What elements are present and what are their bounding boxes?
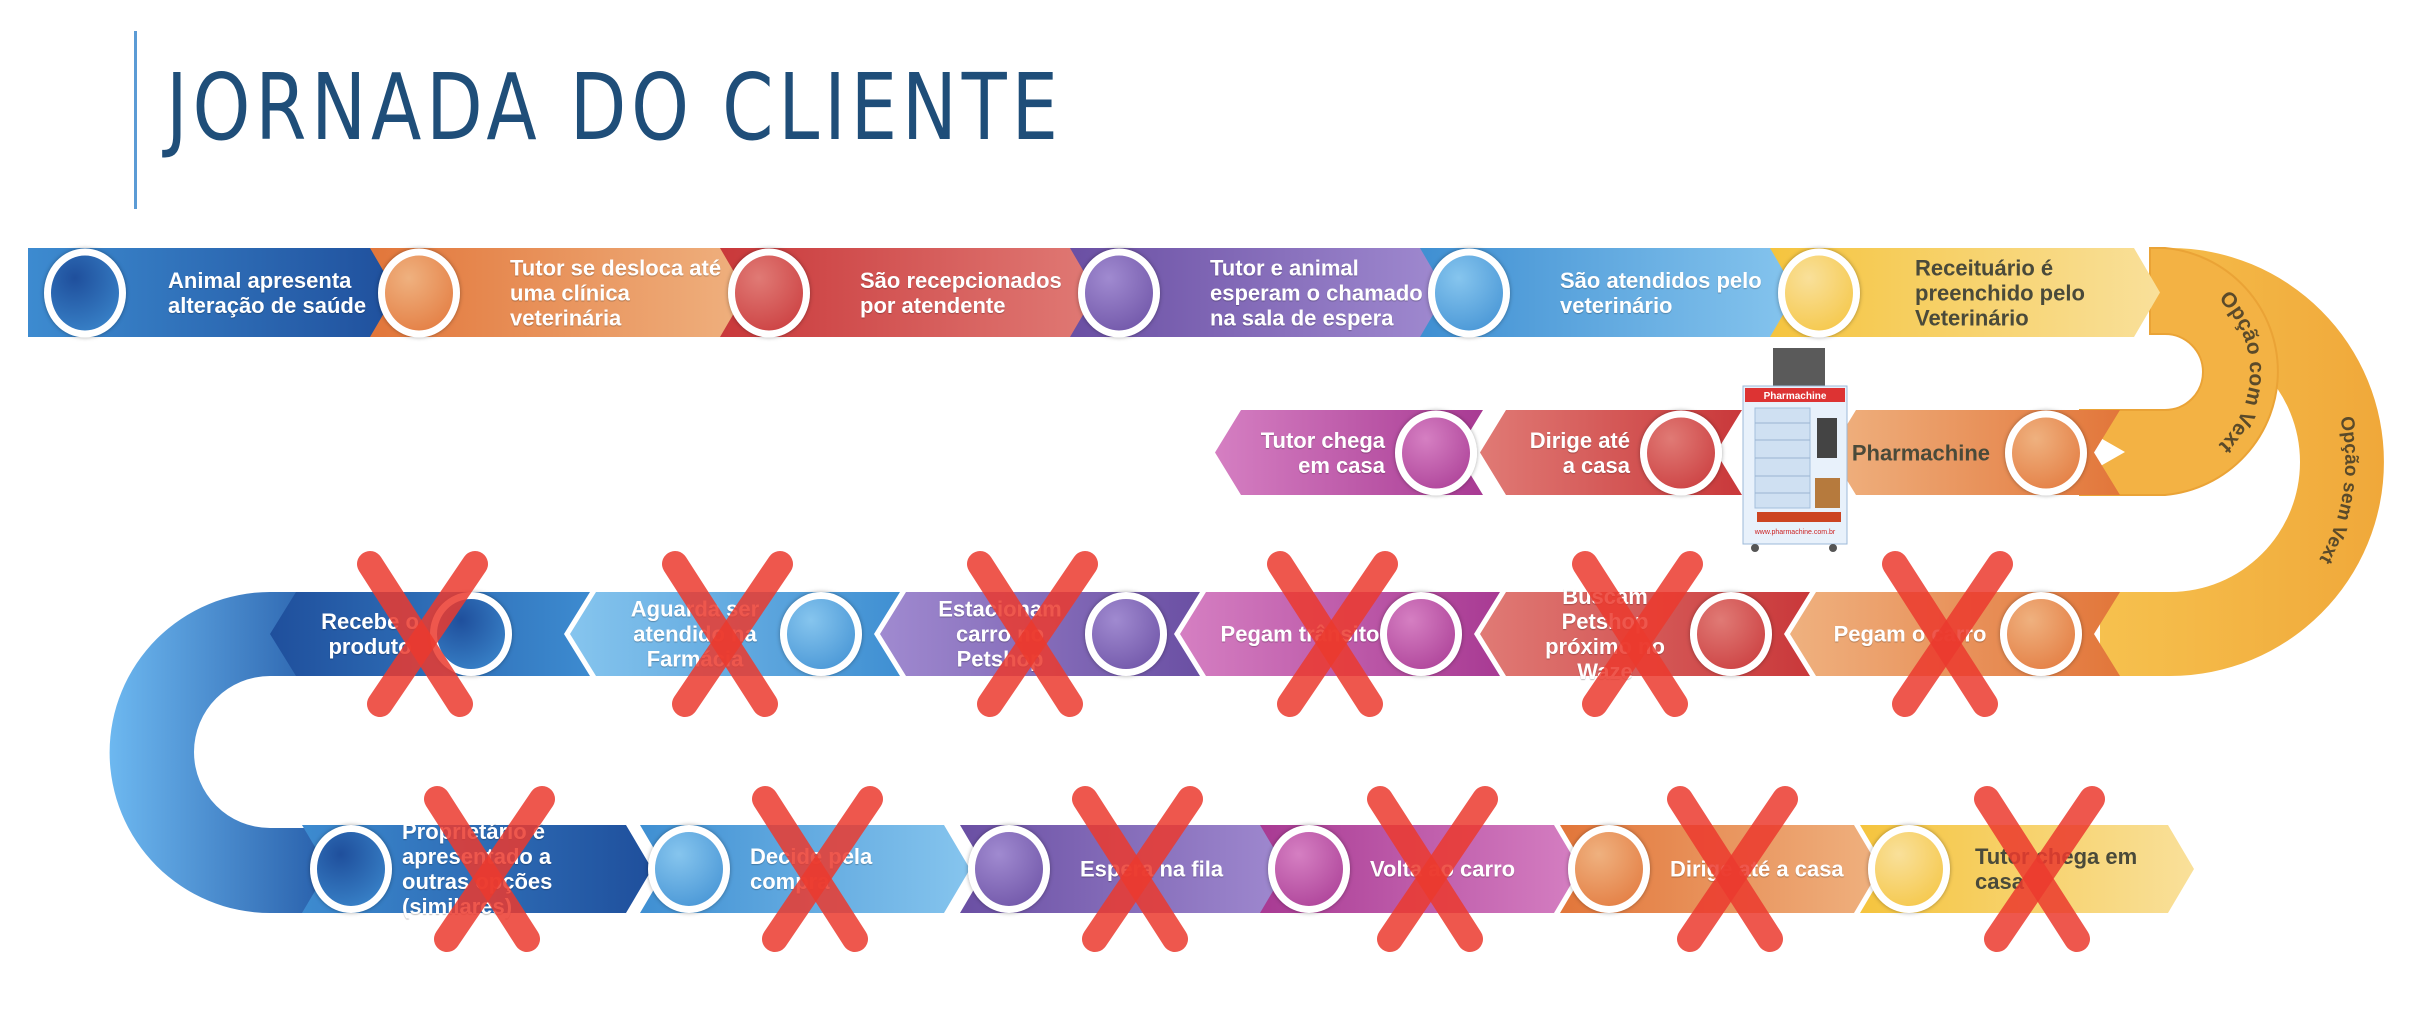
step-label: Tutor chega em casa <box>1975 844 2138 894</box>
journey-step: Tutor e animal esperam o chamado na sala… <box>1070 248 1448 337</box>
journey-step: Estacionam carro no Petshop <box>880 592 1200 676</box>
step-circle-icon <box>378 248 460 337</box>
journey-step: Dirige até a casa <box>1560 825 1880 913</box>
step-label: Pegam trânsito <box>1220 621 1380 647</box>
step-circle-icon <box>44 248 126 337</box>
journey-step: Tutor chega em casa <box>1215 410 1483 495</box>
page-title: JORNADA DO CLIENTE <box>166 54 1063 161</box>
step-circle-icon <box>1428 248 1510 337</box>
step-label: Estacionam carro no Petshop <box>938 596 1062 672</box>
journey-step: Proprietário é apresentado a outras opçõ… <box>302 819 652 919</box>
step-label: Buscam Petshop próximo no Waze <box>1545 584 1665 684</box>
journey-step: Tutor chega em casa <box>1860 825 2194 913</box>
step-circle-icon <box>648 825 730 913</box>
step-label: Volta ao carro <box>1370 856 1516 882</box>
step-label: Dirige até a casa <box>1670 856 1844 882</box>
step-circle-icon <box>1085 592 1167 676</box>
journey-step: São recepcionados por atendente <box>720 248 1098 337</box>
title-accent-line <box>134 31 137 209</box>
step-circle-icon <box>1690 592 1772 676</box>
step-label: Espera na fila <box>1080 856 1224 882</box>
step-circle-icon <box>780 592 862 676</box>
left-u-curve <box>109 592 320 913</box>
step-label: Dirige até a casa <box>1529 427 1630 478</box>
step-circle-icon <box>1078 248 1160 337</box>
step-circle-icon <box>2000 592 2082 676</box>
step-label: Animal apresenta alteração de saúde <box>168 267 367 318</box>
step-circle-icon <box>1568 825 1650 913</box>
curve-with-vext <box>2079 247 2279 496</box>
step-label: Proprietário é apresentado a outras opçõ… <box>402 819 553 919</box>
curve-without-vext <box>2100 248 2384 676</box>
journey-step: Recebe o produto <box>270 592 590 676</box>
pharmachine-vending-machine-image: Pharmachine www.pharmachine.com.br <box>1735 348 1853 553</box>
svg-text:Pharmachine: Pharmachine <box>1764 391 1827 402</box>
svg-text:www.pharmachine.com.br: www.pharmachine.com.br <box>1754 529 1836 536</box>
journey-step: São atendidos pelo veterinário <box>1420 248 1798 337</box>
step-circle-icon <box>1380 592 1462 676</box>
step-circle-icon <box>1640 410 1722 495</box>
journey-step: Volta ao carro <box>1260 825 1580 913</box>
step-label: Tutor e animal esperam o chamado na sala… <box>1210 255 1423 330</box>
journey-step: Espera na fila <box>960 825 1290 913</box>
step-circle-icon <box>728 248 810 337</box>
step-label: São atendidos pelo veterinário <box>1560 267 1762 318</box>
step-label: Recebe o produto <box>321 609 419 659</box>
step-circle-icon <box>430 592 512 676</box>
step-label: Tutor chega em casa <box>1260 427 1385 478</box>
step-circle-icon <box>1268 825 1350 913</box>
step-circle-icon <box>1868 825 1950 913</box>
journey-step: Receituário é preenchido pelo Veterinári… <box>1770 248 2160 337</box>
step-label: Aguarda ser atendido na Farmácia <box>630 596 760 672</box>
step-label: Tutor se desloca até uma clínica veterin… <box>510 255 722 330</box>
step-label: Pharmachine <box>1851 440 1990 465</box>
step-label: São recepcionados por atendente <box>860 267 1062 318</box>
journey-step: Animal apresenta alteração de saúde <box>28 248 400 337</box>
step-circle-icon <box>1395 410 1477 495</box>
step-label: Pegam o carro <box>1833 621 1987 647</box>
journey-step: Pegam o carro <box>1790 592 2120 676</box>
step-label: Decide pela compra <box>750 844 873 894</box>
journey-step: Pharmachine <box>1830 410 2120 495</box>
journey-step: Pegam trânsito <box>1180 592 1500 676</box>
journey-step: Buscam Petshop próximo no Waze <box>1480 584 1810 684</box>
journey-step: Tutor se desloca até uma clínica veterin… <box>370 248 748 337</box>
step-label: Receituário é preenchido pelo Veterinári… <box>1915 255 2085 330</box>
step-circle-icon <box>968 825 1050 913</box>
journey-step: Aguarda ser atendido na Farmácia <box>570 592 900 676</box>
step-circle-icon <box>1778 248 1860 337</box>
journey-step: Decide pela compra <box>640 825 970 913</box>
step-circle-icon <box>310 825 392 913</box>
journey-step: Dirige até a casa <box>1480 410 1742 495</box>
step-circle-icon <box>2005 410 2087 495</box>
